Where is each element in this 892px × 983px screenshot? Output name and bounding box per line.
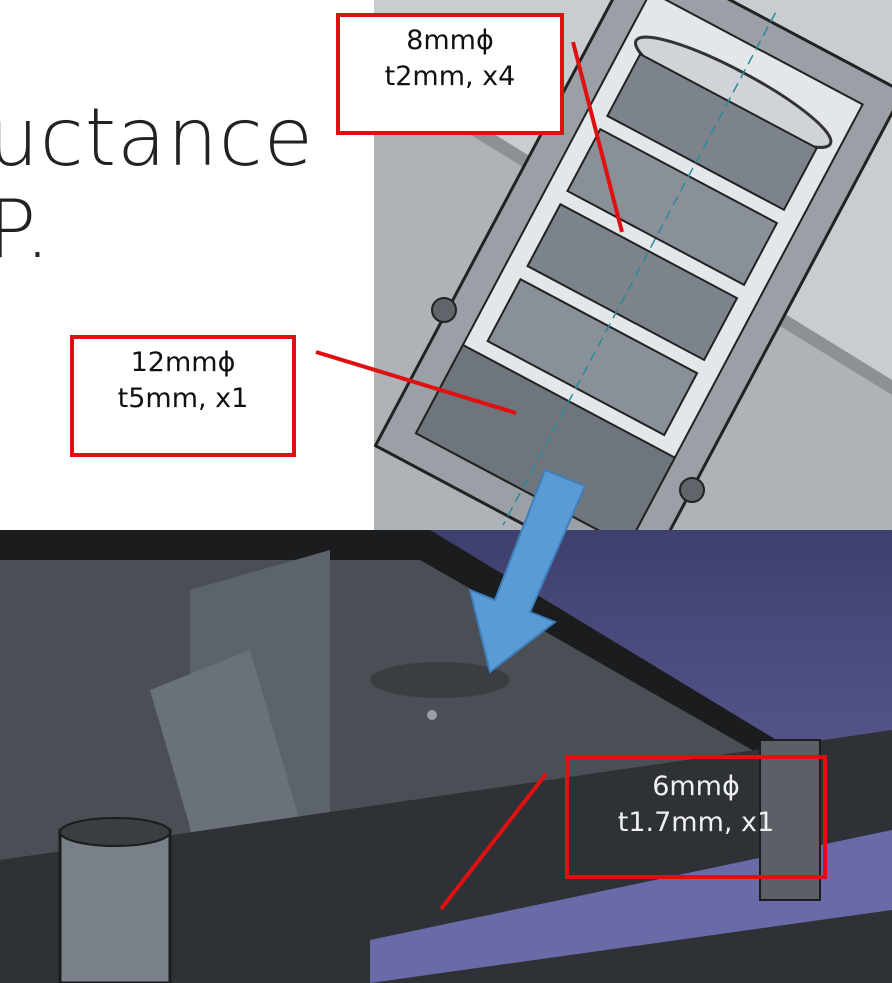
callout-2-line-2: t5mm, x1	[117, 383, 249, 414]
magnet-recess	[370, 662, 510, 698]
cylinder-post	[58, 828, 172, 983]
center-axis	[502, 12, 777, 526]
callout-magnet-6mm: 6mmϕ t1.7mm, x1	[565, 755, 827, 879]
callout-3-line-2: t1.7mm, x1	[617, 807, 775, 838]
title-line-1: uctance	[0, 91, 314, 184]
cad-cross-section-view	[374, 0, 892, 530]
callout-small-magnet-8mm: 8mmϕ t2mm, x4	[336, 13, 564, 135]
small-magnet-marker	[427, 710, 437, 720]
callout-large-magnet-12mm: 12mmϕ t5mm, x1	[70, 335, 296, 457]
screw-left	[431, 297, 457, 323]
callout-3-line-1: 6mmϕ	[652, 771, 740, 802]
cylinder-top	[59, 817, 171, 847]
callout-1-line-2: t2mm, x4	[384, 61, 516, 92]
callout-1-line-1: 8mmϕ	[406, 25, 494, 56]
callout-2-line-1: 12mmϕ	[130, 347, 236, 378]
plate-edge-dark	[0, 530, 892, 830]
right-post	[759, 739, 821, 901]
screw-right	[679, 477, 705, 503]
title-line-2: P.	[0, 183, 52, 276]
